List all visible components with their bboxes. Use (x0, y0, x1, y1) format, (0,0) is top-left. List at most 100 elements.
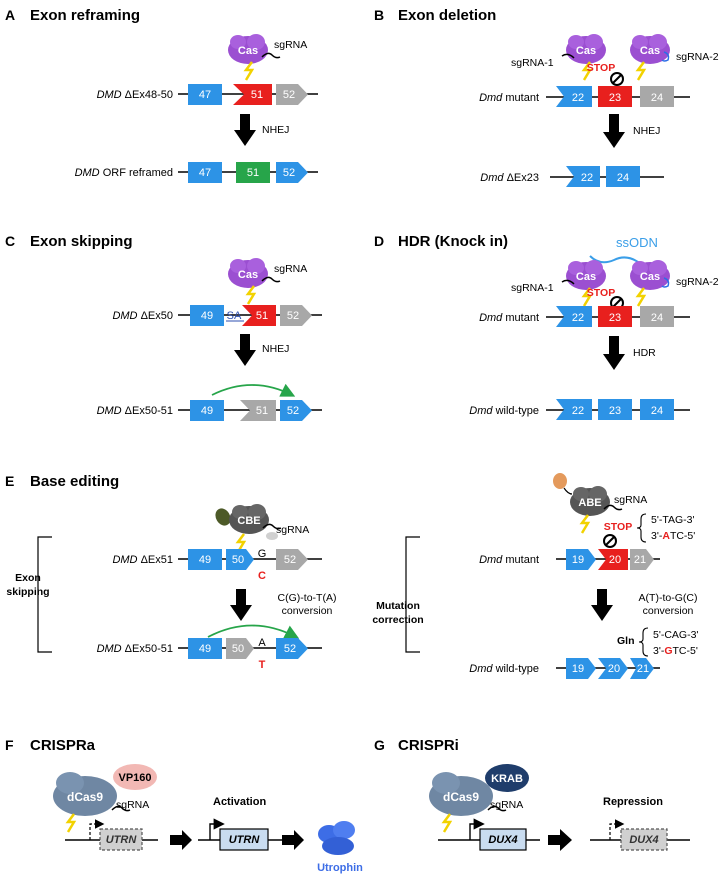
sgrna-1-label: sgRNA-1 (511, 57, 554, 69)
panel-g: G CRISPRi dCas9 KRAB sgRNA DUX4 Repressi… (374, 737, 690, 851)
exon-label: 50 (232, 643, 244, 655)
vp160-label: VP160 (118, 772, 151, 784)
deaminase-domain (553, 473, 567, 489)
group-bracket (37, 536, 52, 653)
exon-label: 23 (609, 312, 621, 324)
exon-label: 51 (251, 89, 263, 101)
activation-label: Activation (213, 796, 266, 808)
sequence-top: 5'-CAG-3' (653, 629, 698, 641)
gene-label: UTRN (106, 834, 138, 846)
exon-51 (236, 162, 270, 183)
ugi-domain (266, 532, 278, 540)
row-label: Dmd mutant (479, 554, 539, 566)
cas-label: Cas (640, 45, 660, 57)
panel-b: B Exon deletion Cas sgRNA-1 Cas sgRNA-2 … (374, 7, 719, 187)
cas-protein-2: Cas (630, 34, 670, 64)
codon-label: Gln (617, 635, 635, 647)
exon-label: 52 (283, 167, 295, 179)
down-arrow-icon (230, 589, 252, 621)
exon-label: 24 (617, 172, 629, 184)
repression-label: Repression (603, 796, 663, 808)
sgrna-label: sgRNA (614, 494, 647, 506)
dcas9-label: dCas9 (443, 790, 479, 804)
dcas9-label: dCas9 (67, 790, 103, 804)
row-label: DMD ORF reframed (75, 167, 173, 179)
sgrna-strand (561, 53, 575, 59)
cas-label: Cas (576, 271, 596, 283)
method-label: HDR (633, 347, 656, 359)
method-label: A(T)-to-G(C) (639, 592, 698, 604)
cbe-label: CBE (237, 515, 260, 527)
lightning-icon (581, 61, 593, 81)
brace (636, 513, 647, 543)
exon-47 (188, 84, 222, 105)
lightning-icon (65, 813, 77, 833)
sgrna-strand (261, 52, 281, 59)
promoter-arrow (209, 818, 225, 840)
exon-50 (226, 549, 254, 570)
panel-e-title: Base editing (30, 473, 119, 490)
exon-label: 47 (199, 89, 211, 101)
exon-52 (280, 400, 312, 421)
sgrna-1-label: sgRNA-1 (511, 282, 554, 294)
exon-label: 52 (283, 89, 295, 101)
dux4-gene-active (479, 828, 527, 851)
lightning-icon (243, 61, 255, 81)
stop-label: STOP (587, 62, 615, 74)
panel-c-title: Exon skipping (30, 233, 133, 250)
sgrna-strand (603, 504, 623, 511)
group-bracket (405, 536, 420, 653)
cas-protein-2: Cas (630, 260, 670, 290)
exon-label: 52 (287, 310, 299, 322)
panel-d: D HDR (Knock in) ssODN Cas sgRNA-1 Cas s… (374, 233, 719, 420)
method-label: NHEJ (262, 124, 289, 136)
exon-label: 20 (609, 554, 621, 566)
exon-label: 20 (608, 663, 620, 675)
exon-22 (556, 399, 592, 420)
lightning-icon (581, 287, 593, 307)
panel-f: F CRISPRa dCas9 VP160 sgRNA UTRN Activat… (5, 737, 363, 874)
exon-label: 23 (609, 405, 621, 417)
panel-d-letter: D (374, 233, 384, 249)
brace (638, 627, 649, 657)
exon-label: 19 (572, 663, 584, 675)
exon-24 (640, 86, 674, 107)
exon-20 (598, 658, 628, 679)
sgrna-label: sgRNA (274, 263, 307, 275)
exon-49 (190, 400, 224, 421)
panel-d-title: HDR (Knock in) (398, 233, 508, 250)
sgrna-label: sgRNA (116, 799, 149, 811)
row-label: DMD ΔEx50-51 (97, 405, 173, 417)
promoter-arrow (469, 818, 485, 840)
exon-label: 52 (284, 643, 296, 655)
exon-label: 49 (199, 643, 211, 655)
vp160-effector: VP160 (113, 764, 157, 790)
deaminase-domain (215, 508, 231, 526)
row-label: DMD ΔEx48-50 (97, 89, 173, 101)
exon-label: 51 (256, 310, 268, 322)
panel-a-letter: A (5, 7, 15, 23)
exon-47 (188, 162, 222, 183)
exon-19 (566, 549, 596, 570)
exon-label: 52 (284, 554, 296, 566)
utrophin-protein-icon (318, 821, 355, 855)
gene-label: DUX4 (629, 834, 658, 846)
exon-22 (566, 166, 600, 187)
sgrna-label: sgRNA (274, 39, 307, 51)
right-arrow-icon (170, 830, 192, 850)
exon-24 (640, 306, 674, 327)
row-label: Dmd mutant (479, 92, 539, 104)
exon-23 (598, 306, 632, 327)
down-arrow-icon (591, 589, 613, 621)
down-arrow-icon (603, 336, 625, 370)
panel-c: C Exon skipping Cas sgRNA DMD ΔEx50 49 S… (5, 233, 322, 421)
method-label: conversion (643, 605, 694, 617)
utrophin-label: Utrophin (317, 862, 363, 874)
cas-protein: Cas (228, 34, 268, 64)
row-label: Dmd ΔEx23 (480, 172, 539, 184)
exon-24 (640, 399, 674, 420)
exon-49 (190, 305, 224, 326)
lightning-icon (235, 533, 247, 553)
exon-19 (566, 658, 596, 679)
row-label: Dmd mutant (479, 312, 539, 324)
